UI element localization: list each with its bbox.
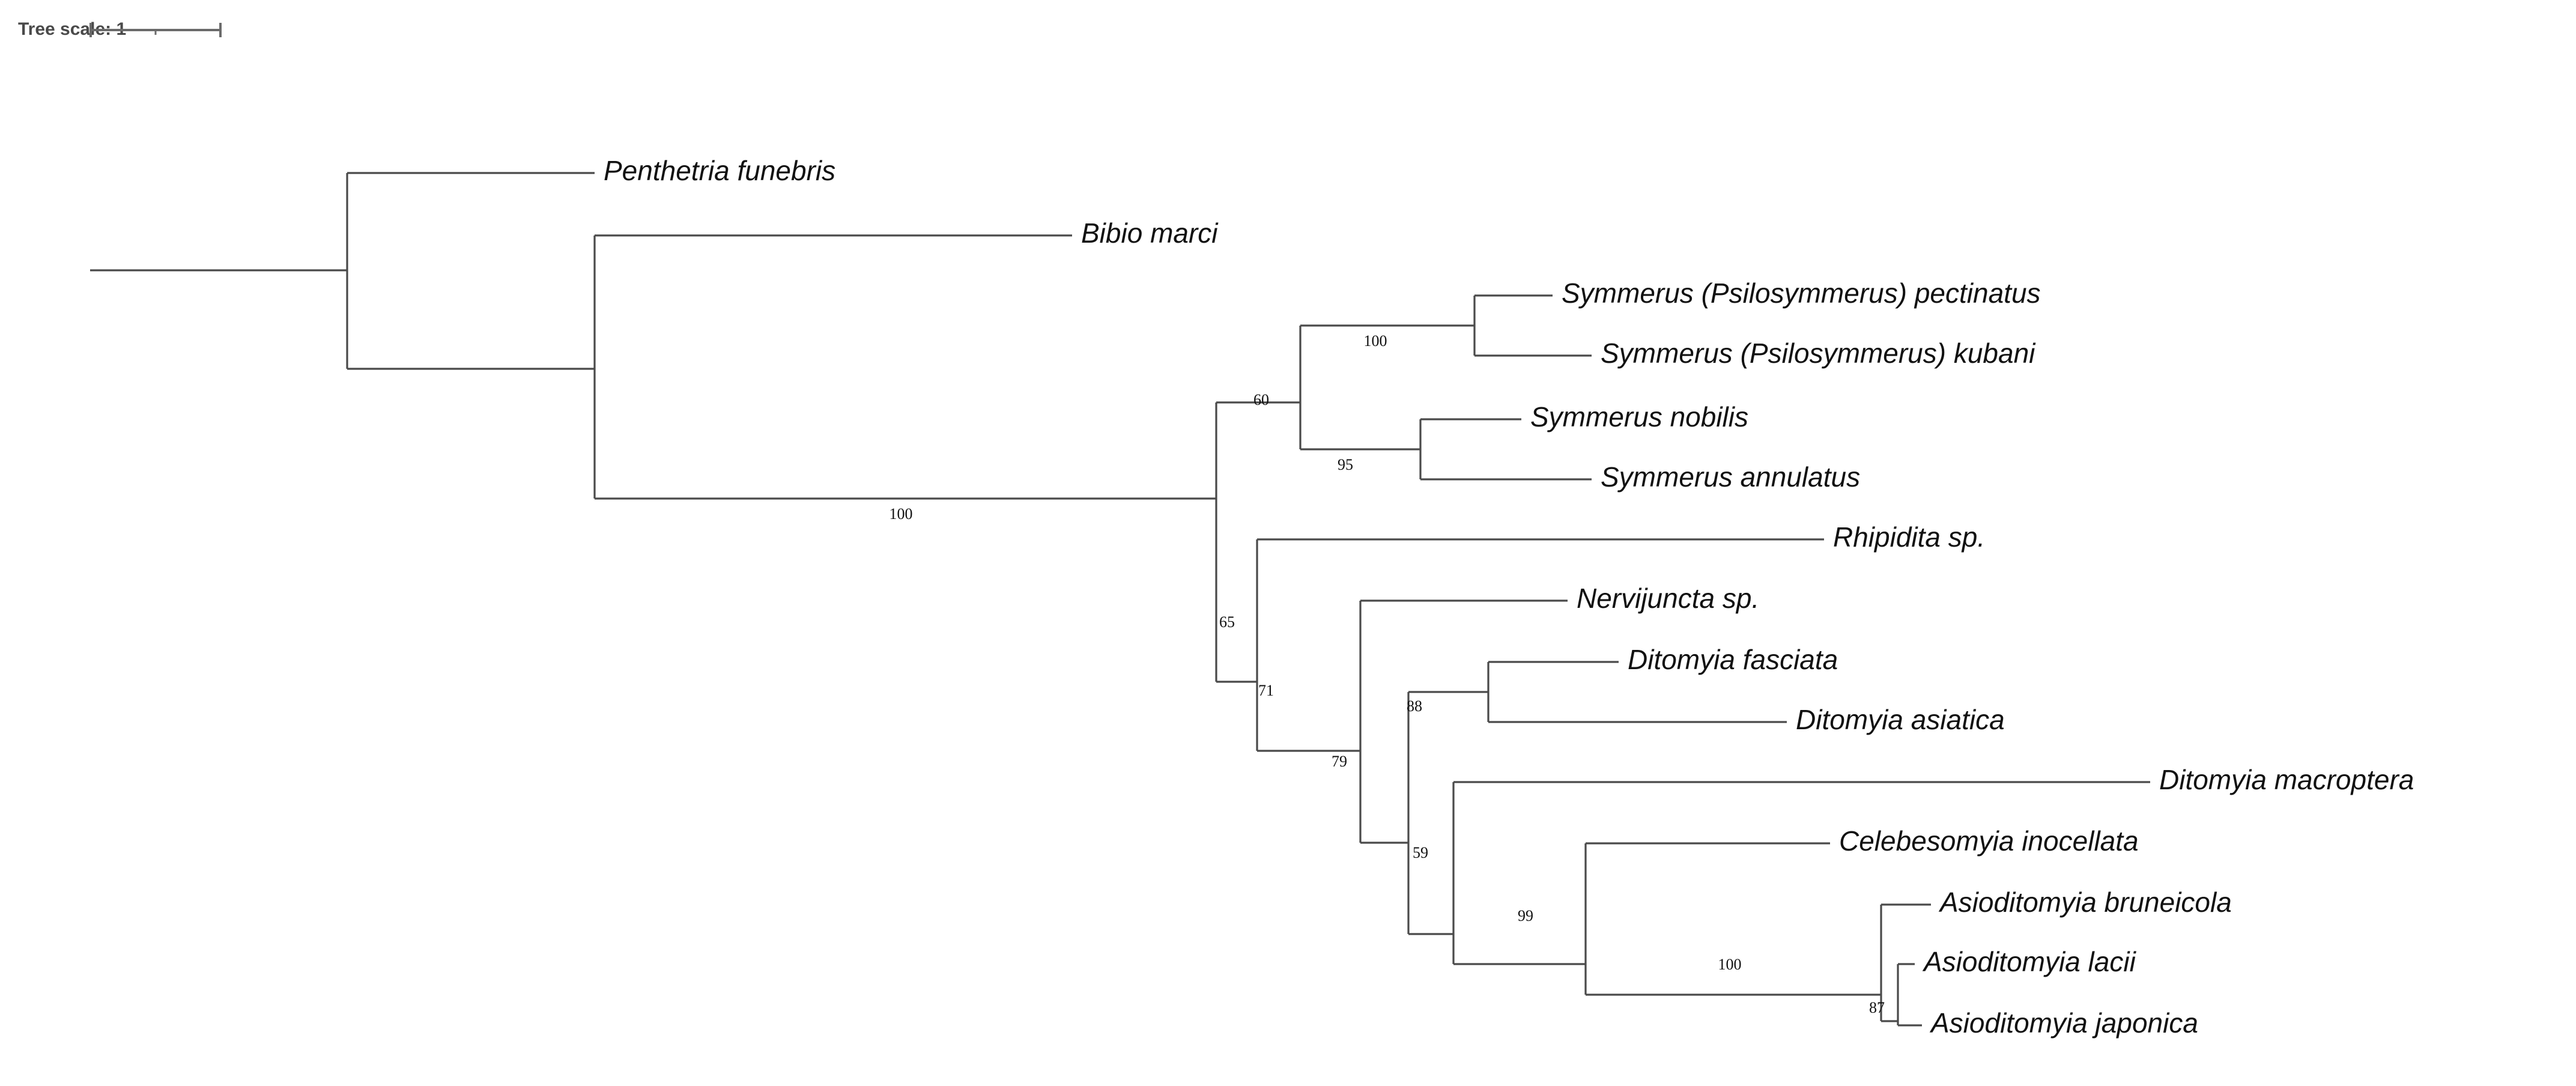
- support-value-n65: 65: [1219, 613, 1235, 631]
- support-value-n100a: 100: [1364, 332, 1387, 350]
- taxon-label: Asioditomyia lacii: [1922, 946, 2137, 977]
- support-value-n59: 59: [1413, 844, 1428, 861]
- bootstrap-support-labels: 100 65 60 100 95 71 79 88 59 99 100 87: [889, 332, 1885, 1016]
- taxon-label: Bibio marci: [1081, 217, 1219, 249]
- taxon-label: Nervijuncta sp.: [1577, 583, 1759, 614]
- support-value-n71: 71: [1258, 682, 1274, 699]
- taxon-label: Symmerus nobilis: [1530, 401, 1748, 432]
- taxon-label: Rhipidita sp.: [1833, 521, 1985, 553]
- tree-scale-bar: Tree scale: 1: [18, 19, 222, 39]
- support-value-n88: 88: [1407, 697, 1422, 715]
- taxon-label: Asioditomyia bruneicola: [1938, 887, 2232, 918]
- taxon-label: Asioditomyia japonica: [1929, 1007, 2198, 1039]
- taxon-label: Symmerus (Psilosymmerus) pectinatus: [1562, 278, 2041, 309]
- support-value-n60: 60: [1253, 391, 1269, 408]
- taxon-label: Ditomyia macroptera: [2159, 764, 2414, 795]
- support-value-n99: 99: [1518, 907, 1533, 924]
- support-value-n95: 95: [1338, 456, 1353, 473]
- support-value-bibio_clade: 100: [889, 505, 913, 523]
- support-value-n87: 87: [1869, 999, 1885, 1016]
- taxon-label: Celebesomyia inocellata: [1839, 825, 2139, 857]
- taxon-label: Penthetria funebris: [604, 155, 835, 186]
- taxon-label: Symmerus annulatus: [1601, 461, 1860, 493]
- support-value-n79: 79: [1332, 753, 1347, 770]
- support-value-n100b: 100: [1718, 956, 1742, 973]
- taxon-label: Ditomyia fasciata: [1628, 644, 1838, 675]
- taxon-label: Ditomyia asiatica: [1796, 704, 2005, 735]
- tree-branches: [90, 172, 2150, 1027]
- taxon-label: Symmerus (Psilosymmerus) kubani: [1601, 338, 2036, 369]
